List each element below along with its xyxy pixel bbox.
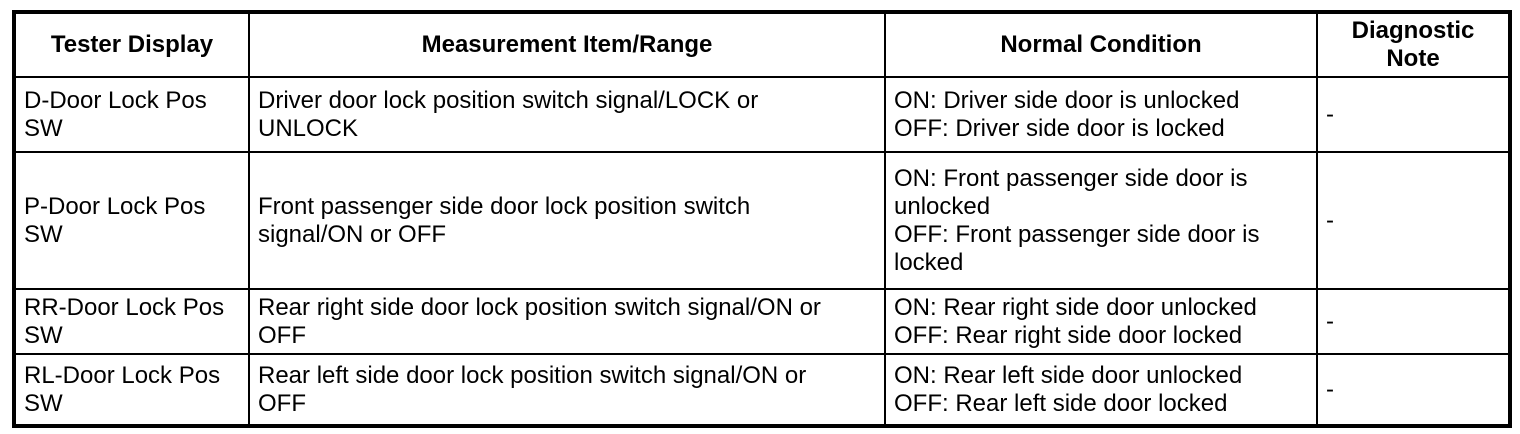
cell-diagnostic-note: - (1316, 353, 1511, 427)
cell-tester-display: P-Door Lock Pos SW (13, 151, 250, 290)
column-header-normal-condition: Normal Condition (884, 11, 1318, 78)
column-header-diagnostic-note: Diagnostic Note (1316, 11, 1511, 78)
column-header-measurement-item-range: Measurement Item/Range (248, 11, 886, 78)
table-row-d-door: D-Door Lock Pos SW Driver door lock posi… (13, 76, 1511, 153)
cell-measurement-item-range: Driver door lock position switch signal/… (248, 76, 886, 153)
cell-tester-display: D-Door Lock Pos SW (13, 76, 250, 153)
table-row-p-door: P-Door Lock Pos SW Front passenger side … (13, 151, 1511, 290)
cell-tester-display: RL-Door Lock Pos SW (13, 353, 250, 427)
door-lock-position-switch-table: Tester Display Measurement Item/Range No… (12, 10, 1512, 428)
cell-measurement-item-range: Rear left side door lock position switch… (248, 353, 886, 427)
cell-tester-display: RR-Door Lock Pos SW (13, 288, 250, 355)
cell-diagnostic-note: - (1316, 288, 1511, 355)
cell-normal-condition: ON: Front passenger side door is unlocke… (884, 151, 1318, 290)
column-header-tester-display: Tester Display (13, 11, 250, 78)
table-row-rr-door: RR-Door Lock Pos SW Rear right side door… (13, 288, 1511, 355)
cell-diagnostic-note: - (1316, 151, 1511, 290)
cell-normal-condition: ON: Rear left side door unlocked OFF: Re… (884, 353, 1318, 427)
cell-measurement-item-range: Rear right side door lock position switc… (248, 288, 886, 355)
cell-measurement-item-range: Front passenger side door lock position … (248, 151, 886, 290)
cell-normal-condition: ON: Driver side door is unlocked OFF: Dr… (884, 76, 1318, 153)
table-row-rl-door: RL-Door Lock Pos SW Rear left side door … (13, 353, 1511, 427)
cell-normal-condition: ON: Rear right side door unlocked OFF: R… (884, 288, 1318, 355)
table-header-row: Tester Display Measurement Item/Range No… (13, 11, 1511, 78)
cell-diagnostic-note: - (1316, 76, 1511, 153)
service-manual-page: Tester Display Measurement Item/Range No… (0, 10, 1520, 434)
